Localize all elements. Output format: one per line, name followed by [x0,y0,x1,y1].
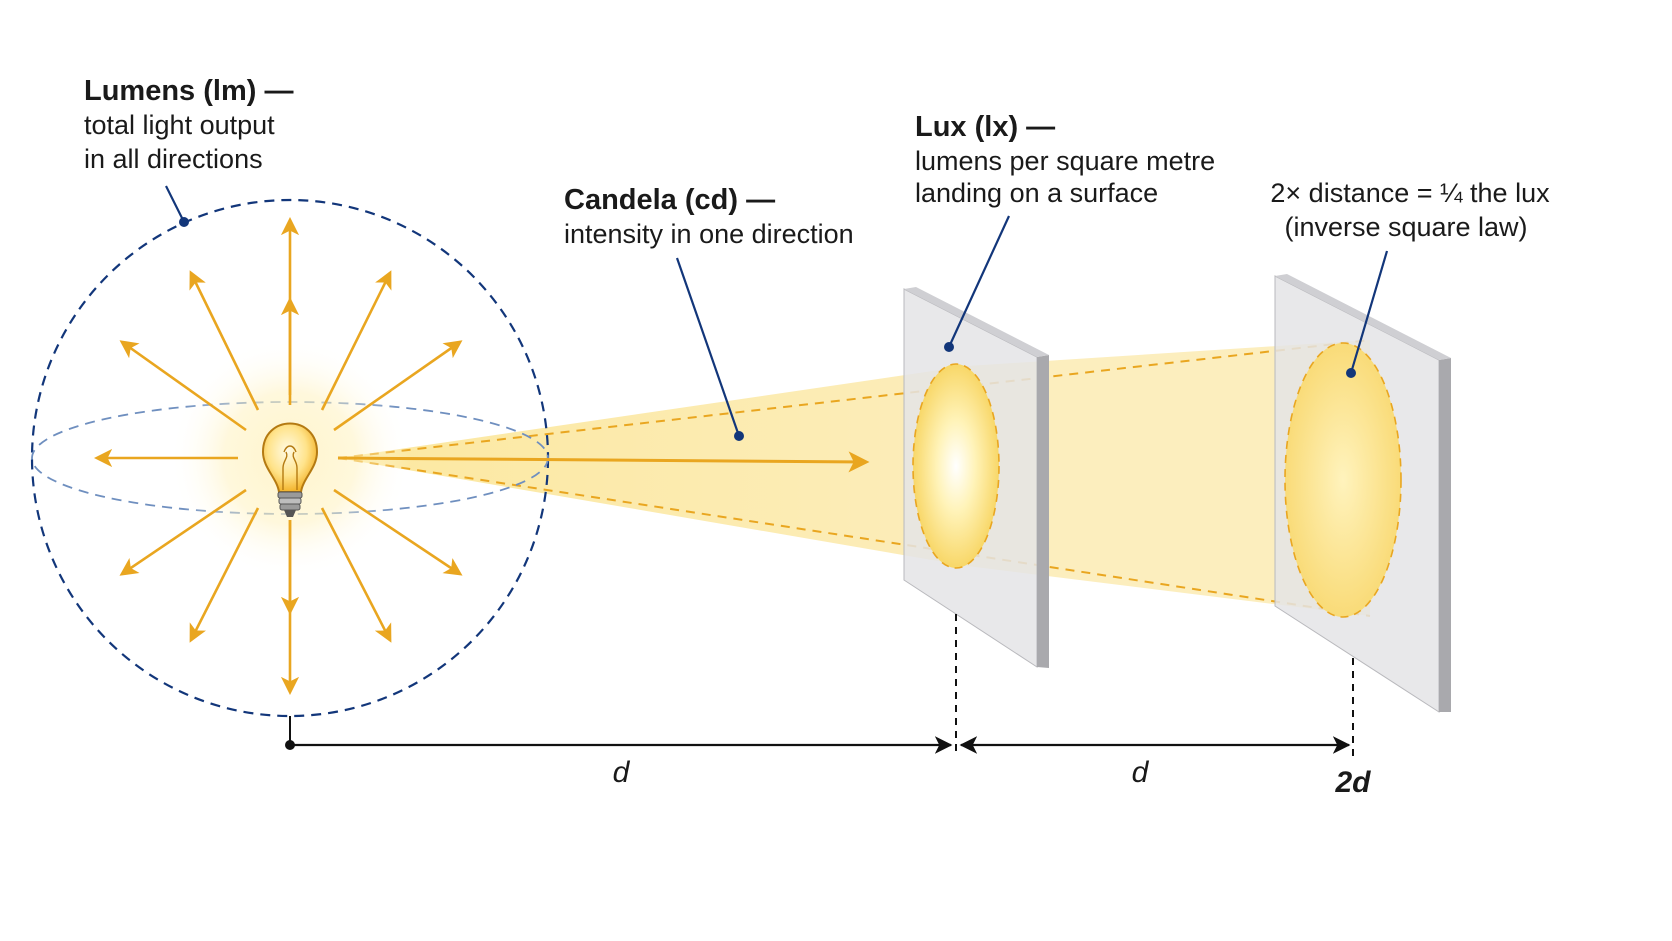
surface-2-edge [1439,358,1451,712]
lux-title: Lux (lx) — [915,111,1055,143]
candela-label: Candela (cd) — intensity in one directio… [564,184,854,249]
ray-right-up [333,340,463,432]
lumens-line-1: total light output [84,110,275,140]
leader-lines [165,185,1389,437]
light-bulb-icon [261,422,319,517]
distance-label-second: d [1132,756,1150,789]
lumens-line-2: in all directions [84,144,263,174]
ray-left-up [119,340,247,432]
leader-dot-candela [734,431,744,441]
dim-origin-dot [285,740,295,750]
leader-inverse [1349,250,1389,374]
ray-down-right [320,507,392,643]
surface-1 [903,287,1049,668]
inverse-square-label: 2× distance = ¼ the lux (inverse square … [1270,178,1550,242]
surface-2 [1274,274,1451,713]
distance-label-first: d [613,756,631,789]
leader-lumens [165,185,185,223]
light-beam [337,339,1371,617]
ray-right-down [333,488,463,576]
surface-2-spot [1284,342,1402,618]
ray-down-left [189,507,260,643]
inverse-line-1: 2× distance = ¼ the lux [1270,178,1550,208]
beam-cone-far [967,340,1370,616]
ray-up-right [320,270,392,411]
leader-dot-lumens [179,217,189,227]
surface-1-spot [912,363,1000,569]
inverse-line-2: (inverse square law) [1284,212,1527,242]
lumens-label: Lumens (lm) — total light output in all … [84,75,293,174]
candela-line-1: intensity in one direction [564,219,854,249]
candela-title: Candela (cd) — [564,184,775,216]
ray-up-left [189,270,260,411]
leader-dots [179,217,1356,441]
light-rays [93,216,463,696]
lux-label: Lux (lx) — lumens per square metre landi… [915,111,1215,208]
beam-edge-top [337,339,1371,459]
lux-line-1: lumens per square metre [915,146,1215,176]
beam-edge-bottom [337,457,1371,617]
lumens-title: Lumens (lm) — [84,75,293,107]
lux-line-2: landing on a surface [915,178,1158,208]
distance-dimensions [285,614,1354,760]
surface-1-top [904,287,1049,357]
ray-left-down [119,488,247,576]
surface-1-edge [1037,355,1049,668]
distance-label-total: 2d [1334,766,1371,799]
leader-dot-inverse [1346,368,1356,378]
beam-cone-near [338,366,967,566]
surface-2-top [1275,274,1451,360]
leader-dot-lux [944,342,954,352]
candela-ray [337,451,870,473]
leader-candela [675,257,741,437]
leader-lux [947,215,1011,348]
